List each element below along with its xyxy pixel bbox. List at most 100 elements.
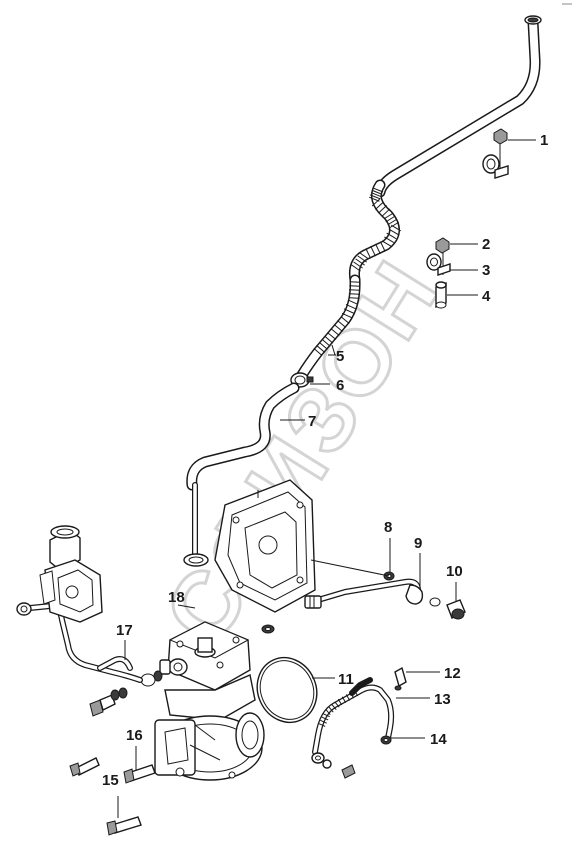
hose-rib xyxy=(341,696,347,704)
hose-rib xyxy=(337,320,347,328)
hose-rib xyxy=(349,691,355,699)
hose-rib xyxy=(371,198,381,207)
hose-rib xyxy=(385,215,396,223)
hose-rib xyxy=(321,716,329,721)
hose-rib xyxy=(375,243,381,255)
hose-rib xyxy=(321,338,331,347)
callout-13: 13 xyxy=(434,691,451,708)
callout-11: 11 xyxy=(338,671,354,688)
bolt-16 xyxy=(69,757,100,777)
callout-9: 9 xyxy=(414,535,422,552)
callout-8: 8 xyxy=(384,519,392,536)
fitting-12 xyxy=(394,666,407,691)
hose-rib xyxy=(357,255,368,263)
hose-rib xyxy=(320,719,327,724)
hose-rib xyxy=(349,289,361,291)
hose-rib xyxy=(349,281,361,283)
hose-rib xyxy=(353,689,359,697)
callout-15: 15 xyxy=(102,772,119,789)
hose-rib xyxy=(351,264,361,272)
hose-rib xyxy=(331,703,337,711)
hose-5 xyxy=(296,274,361,381)
spacer-4 xyxy=(435,281,447,309)
hose-rib xyxy=(388,228,399,236)
hose-rib xyxy=(330,328,340,336)
callout-6: 6 xyxy=(336,377,344,394)
hose-rib xyxy=(383,212,394,220)
callout-5: 5 xyxy=(336,348,344,365)
hose-vertical xyxy=(183,482,209,567)
plug-10 xyxy=(446,599,466,620)
bolt-15b xyxy=(106,816,142,836)
callout-14: 14 xyxy=(430,731,447,748)
callout-3: 3 xyxy=(482,262,490,279)
fitting-upper-left xyxy=(39,525,103,623)
bolt-15 xyxy=(123,764,156,784)
hose-rib xyxy=(386,232,397,240)
hose-rib xyxy=(328,706,334,713)
hose-rib xyxy=(334,701,340,708)
o-ring-11 xyxy=(256,656,318,724)
cover-plate xyxy=(214,479,316,613)
hose-rib xyxy=(370,192,382,198)
callout-1: 1 xyxy=(540,132,548,149)
hose-rib xyxy=(369,194,381,200)
hose-rib xyxy=(347,299,359,305)
hose-rib xyxy=(323,713,330,718)
callout-7: 7 xyxy=(308,413,316,430)
hose-rib xyxy=(348,297,360,299)
hose-rib xyxy=(337,698,343,706)
hose-rib xyxy=(375,201,384,210)
hose-rib xyxy=(371,189,383,195)
hose-rib xyxy=(381,240,392,247)
callouts: 1 2 3 4 5 6 7 8 9 10 11 12 13 14 15 16 1… xyxy=(102,132,548,789)
corrugated-hose-upper xyxy=(349,179,401,286)
hose-rib xyxy=(340,316,350,324)
callout-18: 18 xyxy=(168,589,185,606)
leader-lines xyxy=(117,139,536,818)
callout-10: 10 xyxy=(446,563,463,580)
callout-2: 2 xyxy=(482,236,490,253)
hose-rib xyxy=(318,723,326,727)
hose-rib xyxy=(365,248,372,259)
hose-rib xyxy=(387,218,398,226)
hose-rib xyxy=(325,708,331,716)
hose-rib xyxy=(318,341,328,350)
hose-rib xyxy=(345,694,351,701)
hose-rib xyxy=(348,293,360,295)
compressor-body xyxy=(154,674,265,781)
hose-rib xyxy=(341,312,353,319)
hose-rib xyxy=(389,221,400,229)
clamp-1 xyxy=(482,154,509,179)
callout-16: 16 xyxy=(126,727,143,744)
hose-rib xyxy=(381,208,391,217)
hose-rib xyxy=(372,187,384,193)
hose-rib xyxy=(370,245,376,257)
hose-rib xyxy=(379,241,386,252)
callout-4: 4 xyxy=(482,288,491,305)
hose-7 xyxy=(186,382,300,491)
hose-rib xyxy=(333,324,343,332)
hose-rib xyxy=(391,224,401,232)
hose-rib xyxy=(353,261,363,269)
callout-12: 12 xyxy=(444,665,461,682)
line-13 xyxy=(311,677,395,779)
hose-rib xyxy=(343,308,355,314)
hose-rib xyxy=(324,335,334,344)
hose-rib xyxy=(355,258,365,266)
intake-tube xyxy=(374,15,542,198)
hose-rib xyxy=(349,285,361,287)
compressor-head xyxy=(159,621,251,691)
hose-rib xyxy=(345,303,357,310)
hose-rib xyxy=(316,344,326,353)
hose-rib xyxy=(327,332,337,340)
bolt-1 xyxy=(493,128,508,170)
hose-rib xyxy=(378,205,387,214)
washer-8 xyxy=(261,624,275,634)
hose-rib xyxy=(313,348,323,356)
hose-rib xyxy=(359,252,370,260)
bolt-16b xyxy=(89,694,116,717)
clamp-3 xyxy=(426,253,451,276)
pipe-9 xyxy=(304,571,441,609)
